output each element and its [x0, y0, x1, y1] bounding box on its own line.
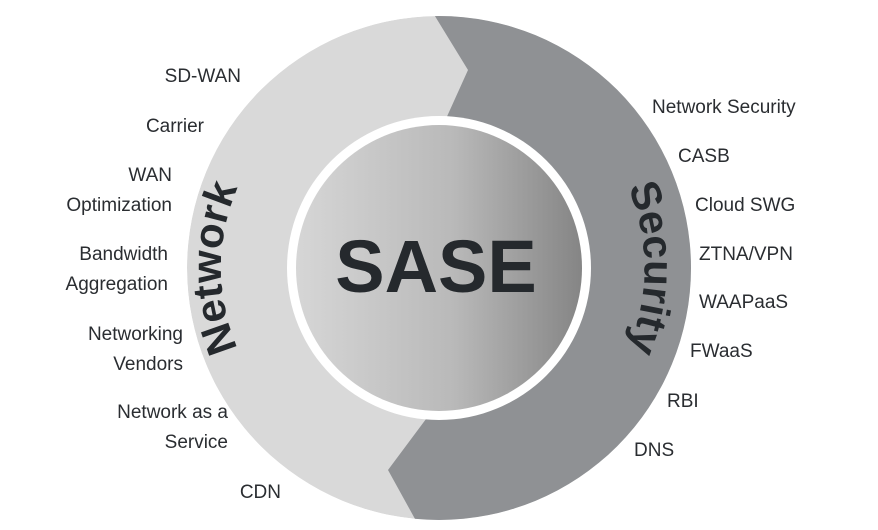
security-item-ztna-vpn: ZTNA/VPN	[699, 244, 793, 265]
center-circle	[296, 125, 582, 411]
network-item-sd-wan: SD-WAN	[164, 66, 241, 87]
network-item-carrier: Carrier	[145, 116, 204, 137]
security-item-dns: DNS	[634, 440, 675, 461]
center-label: SASE	[335, 225, 537, 308]
security-item-casb: CASB	[678, 146, 730, 167]
security-item-cloud-swg: Cloud SWG	[695, 195, 796, 216]
security-item-network-security: Network Security	[652, 97, 796, 118]
security-item-rbi: RBI	[667, 391, 699, 412]
network-item-cdn: CDN	[239, 482, 281, 503]
security-item-waapaas: WAAPaaS	[699, 292, 789, 313]
security-item-fwaas: FWaaS	[690, 341, 753, 362]
